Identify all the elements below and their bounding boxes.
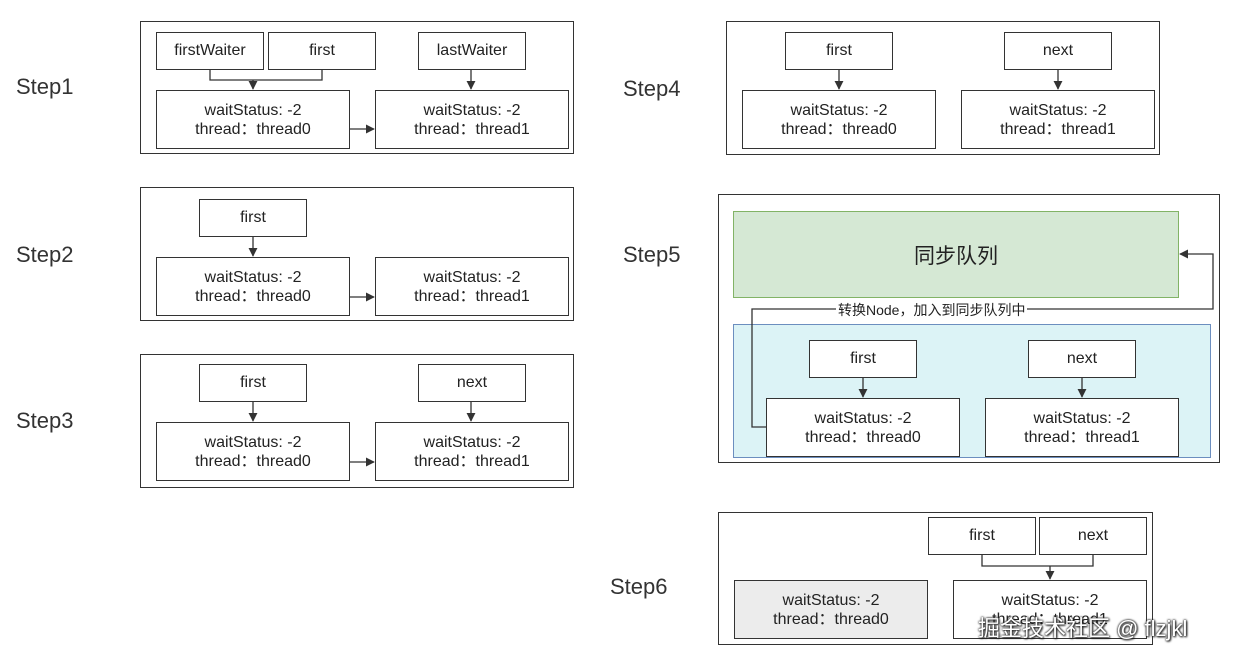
- step4-first-pointer: first: [785, 32, 893, 70]
- step4-label: Step4: [623, 76, 681, 101]
- step3-first-pointer: first: [199, 364, 307, 402]
- node-status: waitStatus: -2: [423, 101, 521, 119]
- step6-label: Step6: [610, 574, 668, 599]
- step3-node-thread1: waitStatus: -2 thread：thread1: [375, 422, 569, 481]
- step2-label: Step2: [16, 242, 74, 267]
- step4-next-pointer: next: [1004, 32, 1112, 70]
- sync-queue: 同步队列: [733, 211, 1179, 298]
- watermark: 掘金技术社区 @ flzjkl: [978, 616, 1188, 641]
- node-status: waitStatus: -2: [1009, 101, 1107, 119]
- node-status: waitStatus: -2: [782, 591, 880, 609]
- node-thread: thread：thread1: [1024, 428, 1140, 446]
- node-status: waitStatus: -2: [814, 409, 912, 427]
- node-status: waitStatus: -2: [423, 268, 521, 286]
- step1-label: Step1: [16, 74, 74, 99]
- node-thread: thread：thread0: [195, 287, 311, 305]
- step3-label: Step3: [16, 408, 74, 433]
- step5-node-thread0: waitStatus: -2 thread：thread0: [766, 398, 960, 457]
- node-thread: thread：thread0: [781, 120, 897, 138]
- node-thread: thread：thread1: [1000, 120, 1116, 138]
- step5-node-thread1: waitStatus: -2 thread：thread1: [985, 398, 1179, 457]
- step3-node-thread0: waitStatus: -2 thread：thread0: [156, 422, 350, 481]
- node-status: waitStatus: -2: [204, 433, 302, 451]
- node-thread: thread：thread1: [414, 452, 530, 470]
- node-status: waitStatus: -2: [1001, 591, 1099, 609]
- step1-first-pointer: first: [268, 32, 376, 70]
- node-status: waitStatus: -2: [790, 101, 888, 119]
- node-thread: thread：thread0: [195, 120, 311, 138]
- transfer-edge-label: 转换Node，加入到同步队列中: [836, 300, 1028, 320]
- step1-lastwaiter-pointer: lastWaiter: [418, 32, 526, 70]
- step1-firstwaiter-pointer: firstWaiter: [156, 32, 264, 70]
- node-status: waitStatus: -2: [204, 101, 302, 119]
- step2-node-thread1: waitStatus: -2 thread：thread1: [375, 257, 569, 316]
- step6-next-pointer: next: [1039, 517, 1147, 555]
- node-thread: thread：thread0: [195, 452, 311, 470]
- node-thread: thread：thread1: [992, 610, 1108, 628]
- sync-queue-label: 同步队列: [914, 244, 998, 268]
- node-status: waitStatus: -2: [204, 268, 302, 286]
- step5-label: Step5: [623, 242, 681, 267]
- step6-first-pointer: first: [928, 517, 1036, 555]
- step4-node-thread1: waitStatus: -2 thread：thread1: [961, 90, 1155, 149]
- node-thread: thread：thread1: [414, 287, 530, 305]
- node-status: waitStatus: -2: [1033, 409, 1131, 427]
- step2-first-pointer: first: [199, 199, 307, 237]
- step1-node-thread0: waitStatus: -2 thread：thread0: [156, 90, 350, 149]
- step6-node-thread0-removed: waitStatus: -2 thread：thread0: [734, 580, 928, 639]
- step5-first-pointer: first: [809, 340, 917, 378]
- step6-node-thread1: waitStatus: -2 thread：thread1: [953, 580, 1147, 639]
- step5-next-pointer: next: [1028, 340, 1136, 378]
- step1-node-thread1: waitStatus: -2 thread：thread1: [375, 90, 569, 149]
- node-status: waitStatus: -2: [423, 433, 521, 451]
- node-thread: thread：thread1: [414, 120, 530, 138]
- step2-node-thread0: waitStatus: -2 thread：thread0: [156, 257, 350, 316]
- step3-next-pointer: next: [418, 364, 526, 402]
- step4-node-thread0: waitStatus: -2 thread：thread0: [742, 90, 936, 149]
- node-thread: thread：thread0: [805, 428, 921, 446]
- node-thread: thread：thread0: [773, 610, 889, 628]
